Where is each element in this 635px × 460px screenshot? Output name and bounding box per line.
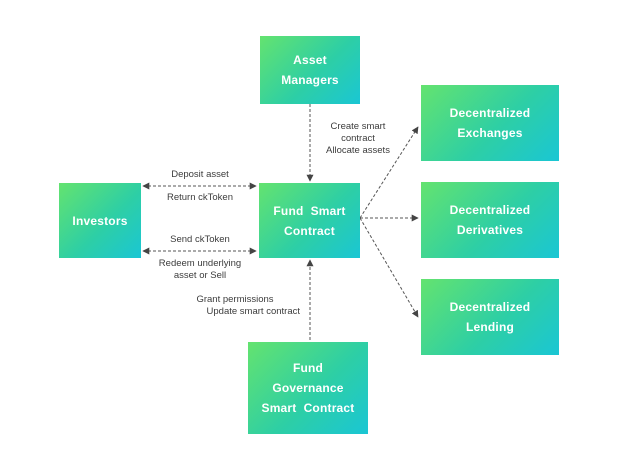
label-return-cktoken-line-1: Return ckToken — [166, 192, 233, 203]
node-decentralized-derivatives-line-1: Decentralized — [449, 203, 531, 217]
node-fund-governance-line-1: Fund — [292, 361, 324, 375]
node-decentralized-exchanges-line-2: Exchanges — [457, 126, 523, 140]
node-fund-governance: Fund Governance Smart Contract — [248, 342, 368, 434]
label-create-smart-contract-line-2: contract — [341, 133, 375, 144]
node-fund-smart-contract-line-1: Fund Smart — [273, 203, 346, 218]
node-asset-managers-line-1: Asset — [293, 53, 327, 67]
label-create-smart-contract-line-1: Create smart — [330, 121, 386, 132]
label-send-cktoken-line-1: Send ckToken — [170, 234, 230, 245]
node-fund-smart-contract: Fund Smart Contract — [259, 183, 360, 258]
node-decentralized-lending-line-2: Lending — [465, 320, 515, 334]
node-decentralized-derivatives: Decentralized Derivatives — [421, 182, 559, 258]
label-deposit-asset: Deposit asset — [150, 169, 250, 181]
label-redeem-line-1: Redeem underlying — [158, 258, 242, 269]
node-fund-governance-line-2: Governance — [272, 381, 344, 395]
label-grant-permissions: Grant permissions Update smart contract — [170, 294, 300, 318]
node-asset-managers: Asset Managers — [260, 36, 360, 104]
label-return-cktoken: Return ckToken — [150, 192, 250, 204]
node-fund-governance-line-3: Smart Contract — [261, 401, 355, 415]
edge-fund-to-lending — [359, 217, 419, 318]
node-asset-managers-line-2: Managers — [281, 73, 339, 87]
node-decentralized-exchanges: Decentralized Exchanges — [421, 85, 559, 161]
node-decentralized-exchanges-line-1: Decentralized — [449, 106, 531, 120]
label-redeem: Redeem underlying asset or Sell — [143, 258, 257, 282]
label-create-smart-contract: Create smart contract Allocate assets — [318, 121, 398, 157]
node-investors: Investors — [59, 183, 141, 258]
label-grant-permissions-line-1: Grant permissions — [196, 294, 274, 305]
node-decentralized-derivatives-line-2: Derivatives — [456, 223, 524, 237]
node-fund-smart-contract-line-2: Contract — [284, 223, 335, 238]
node-decentralized-lending-line-1: Decentralized — [449, 300, 531, 314]
label-create-smart-contract-line-3: Allocate assets — [326, 145, 390, 156]
label-deposit-asset-line-1: Deposit asset — [171, 169, 229, 180]
node-investors-line-1: Investors — [72, 213, 128, 228]
label-redeem-line-2: asset or Sell — [173, 270, 227, 281]
label-send-cktoken: Send ckToken — [150, 234, 250, 246]
label-grant-permissions-line-2: Update smart contract — [206, 306, 300, 317]
node-decentralized-lending: Decentralized Lending — [421, 279, 559, 355]
